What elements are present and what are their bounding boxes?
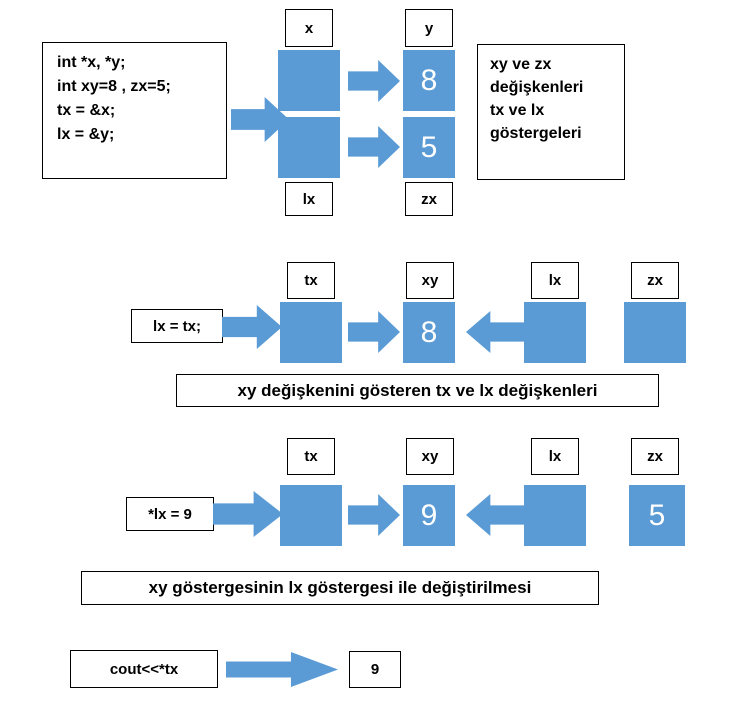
note-line-3: tx ve lx: [490, 101, 545, 119]
caption-row2: xy değişkenini gösteren tx ve lx değişke…: [176, 374, 659, 407]
cell-zx-row3: 5: [629, 485, 685, 546]
code-declaration-box: int *x, *y; int xy=8 , zx=5; tx = &x; lx…: [42, 42, 227, 179]
label-box-lx-row3: lx: [531, 438, 579, 475]
label-box-tx-row2: tx: [287, 262, 335, 299]
note-line-4: göstergeleri: [490, 124, 582, 142]
arrow-lx-to-xy-row3: [466, 494, 524, 536]
statement-box-deref-lx-assign-9: *lx = 9: [126, 497, 214, 531]
label-box-zx-row2: zx: [631, 262, 679, 299]
cell-xy-row2: 8: [403, 302, 455, 363]
arrow-stmt-to-tx-row2: [222, 305, 282, 349]
arrow-tx-to-xy-row3: [348, 494, 400, 536]
arrow-lx-to-zx: [348, 126, 400, 168]
label-box-xy-row3: xy: [406, 438, 454, 475]
cell-xy-row3: 9: [403, 485, 455, 546]
cell-lx-row1: [278, 117, 340, 178]
label-box-tx-row3: tx: [287, 438, 335, 475]
result-box-9: 9: [349, 651, 401, 688]
arrow-x-to-y: [348, 60, 400, 102]
label-box-zx-row1: zx: [405, 182, 453, 216]
statement-box-lx-assign-tx: lx = tx;: [131, 309, 223, 343]
cell-zx-row2: [624, 302, 686, 363]
label-box-zx-row3: zx: [631, 438, 679, 475]
note-line-2: değişkenleri: [490, 78, 584, 96]
label-box-lx-row1: lx: [285, 182, 333, 216]
cell-y: 8: [403, 50, 455, 111]
label-box-xy-row2: xy: [406, 262, 454, 299]
label-box-y: y: [405, 9, 453, 47]
arrow-lx-to-xy-row2: [466, 311, 524, 353]
code-line-2: int xy=8 , zx=5;: [57, 78, 171, 95]
cell-lx-row2: [524, 302, 586, 363]
cell-tx-row3: [280, 485, 342, 546]
cell-lx-row3: [524, 485, 586, 546]
label-box-lx-row2: lx: [531, 262, 579, 299]
cell-tx-row2: [280, 302, 342, 363]
arrow-cout-to-result: [226, 652, 338, 687]
statement-box-cout: cout<<*tx: [70, 650, 218, 688]
caption-row3: xy göstergesinin lx göstergesi ile değiş…: [81, 571, 599, 605]
explanation-note-box: xy ve zx değişkenleri tx ve lx göstergel…: [477, 44, 625, 180]
arrow-tx-to-xy-row2: [348, 311, 400, 353]
label-box-x: x: [285, 9, 333, 47]
code-line-1: int *x, *y;: [57, 54, 126, 71]
code-line-4: lx = &y;: [57, 126, 115, 143]
note-line-1: xy ve zx: [490, 55, 552, 73]
code-line-3: tx = &x;: [57, 102, 116, 119]
cell-zx-row1: 5: [403, 117, 455, 178]
arrow-stmt-to-tx-row3: [213, 491, 283, 537]
cell-x: [278, 50, 340, 111]
